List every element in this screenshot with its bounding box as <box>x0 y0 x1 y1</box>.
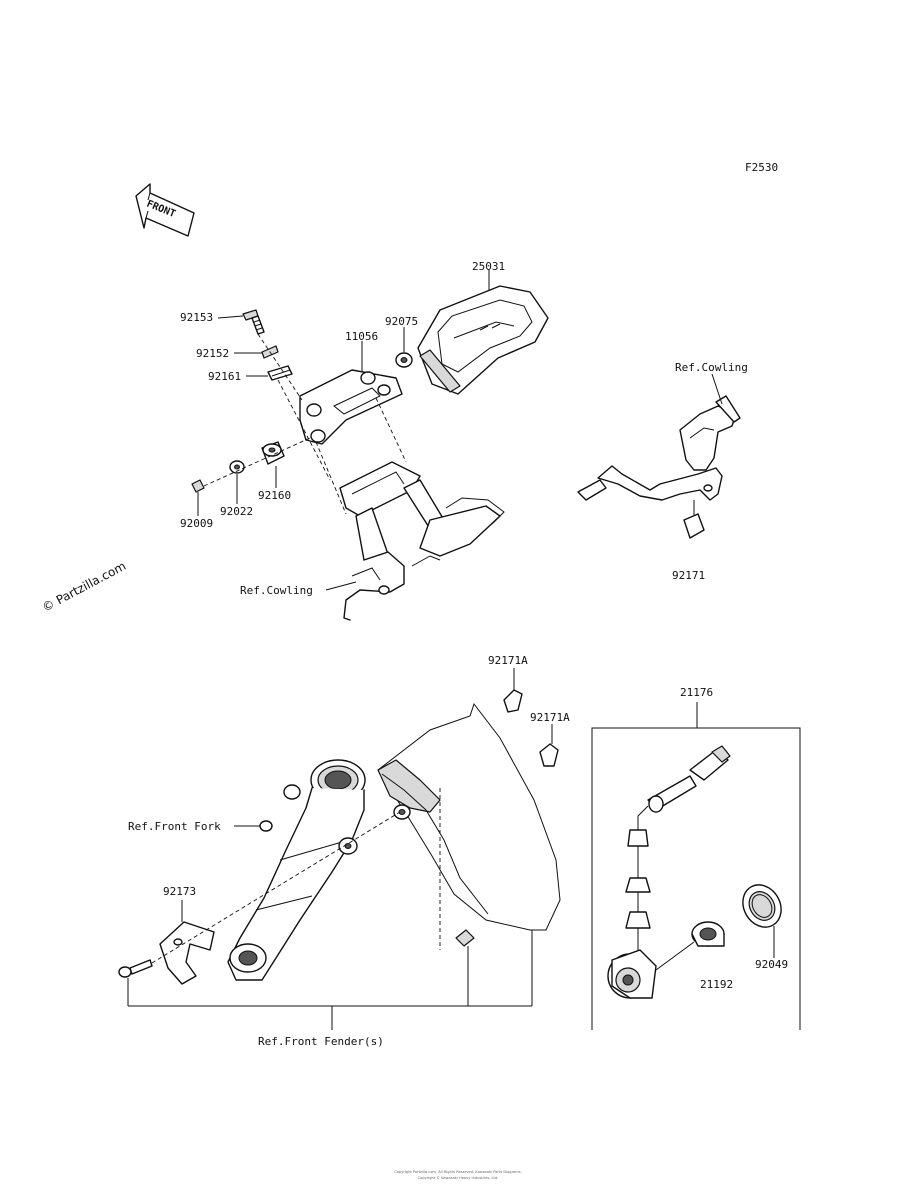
label-92049: 92049 <box>755 958 788 971</box>
bracket-11056 <box>299 369 403 445</box>
label-92152: 92152 <box>196 347 229 360</box>
figure-code: F2530 <box>745 161 778 174</box>
meter-stay <box>339 461 505 621</box>
label-21176: 21176 <box>680 686 713 699</box>
front-arrow-icon: FRONT <box>135 183 195 237</box>
grommet-92160 <box>261 441 285 465</box>
bushing-21192 <box>691 921 725 947</box>
label-92022: 92022 <box>220 505 253 518</box>
front-fork <box>227 759 366 981</box>
bolt-92153 <box>242 309 265 335</box>
label-92171: 92171 <box>672 569 705 582</box>
clip-92171a-upper <box>503 689 523 713</box>
label-11056: 11056 <box>345 330 378 343</box>
label-92171a-lower: 92171A <box>530 711 570 724</box>
meter-assembly <box>417 285 549 395</box>
label-21192: 21192 <box>700 978 733 991</box>
ref-front-fender-bracket <box>127 930 533 1030</box>
bolt-92009 <box>191 479 205 493</box>
label-25031: 25031 <box>472 260 505 273</box>
label-ref-front-fender: Ref.Front Fender(s) <box>258 1035 384 1048</box>
label-ref-cowling-top: Ref.Cowling <box>675 361 748 374</box>
speed-sensor-box <box>591 727 801 1030</box>
seal-92049 <box>742 884 782 928</box>
label-ref-cowling-bottom: Ref.Cowling <box>240 584 313 597</box>
copyright-line-2: Copyright © Kawasaki Heavy Industries, L… <box>418 1176 499 1180</box>
label-92009: 92009 <box>180 517 213 530</box>
copyright-line-1: Copyright Partzilla.com. All Rights Rese… <box>394 1170 522 1174</box>
label-92171a-upper: 92171A <box>488 654 528 667</box>
label-ref-front-fork: Ref.Front Fork <box>128 820 221 833</box>
label-92075: 92075 <box>385 315 418 328</box>
cable-grommets <box>625 829 651 929</box>
washer-92022 <box>229 460 245 474</box>
label-92173: 92173 <box>163 885 196 898</box>
clip-92171a-lower <box>539 743 559 767</box>
label-92153: 92153 <box>180 311 213 324</box>
label-92160: 92160 <box>258 489 291 502</box>
label-92161: 92161 <box>208 370 241 383</box>
screw <box>118 959 153 978</box>
front-fender <box>377 702 561 947</box>
watermark: © Partzilla.com <box>40 559 128 615</box>
bracket-92173 <box>159 921 215 985</box>
washer-92075 <box>395 352 413 368</box>
cowling-stay <box>577 395 741 539</box>
damper-92161 <box>267 365 293 381</box>
